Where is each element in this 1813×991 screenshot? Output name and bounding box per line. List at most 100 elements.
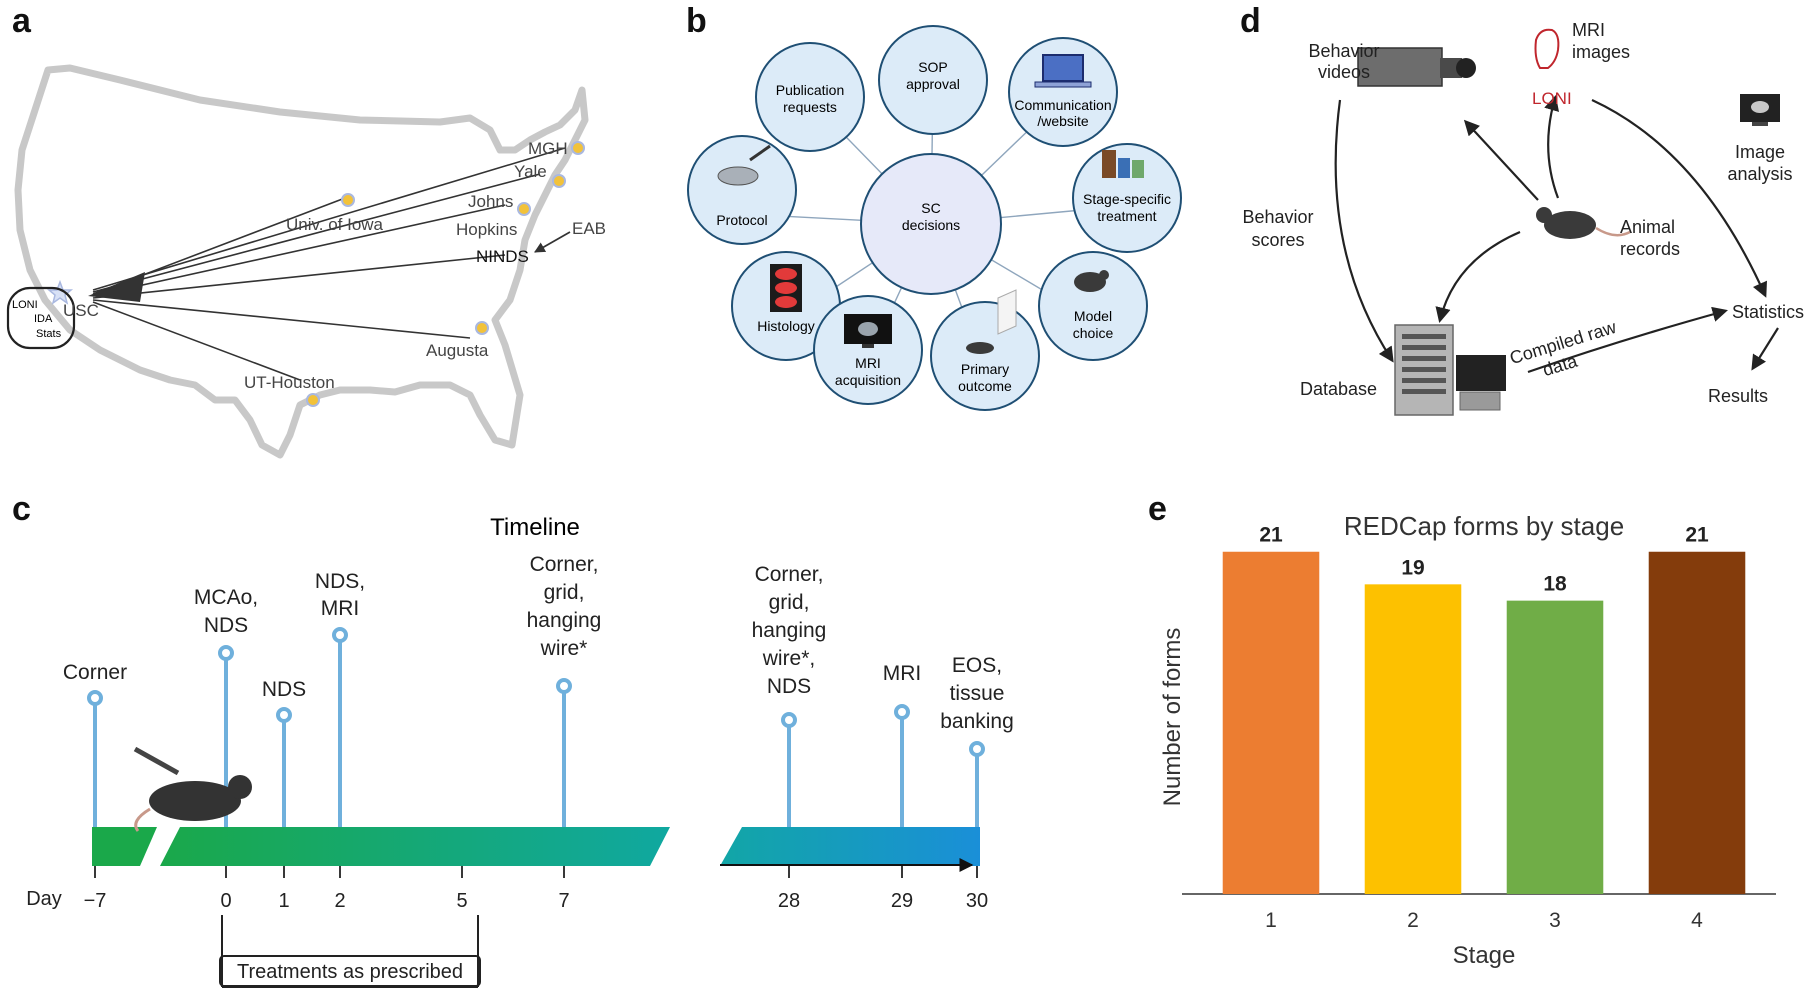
label-animal-records-2: records bbox=[1620, 239, 1680, 259]
event-d7-3: hanging bbox=[527, 609, 602, 632]
event-d28-5: NDS bbox=[767, 675, 811, 698]
event-d7-1: Corner, bbox=[530, 553, 599, 576]
node-primary-outcome bbox=[930, 301, 1040, 411]
label-results: Results bbox=[1708, 386, 1768, 406]
event-mcao-2: NDS bbox=[204, 614, 248, 637]
laptop-icon bbox=[1034, 54, 1092, 88]
site-dot-mgh bbox=[571, 141, 585, 155]
label-behavior-scores-1: Behavior bbox=[1242, 207, 1313, 227]
site-dot-yale bbox=[552, 174, 566, 188]
redcap-bar-chart: REDCap forms by stage Number of forms St… bbox=[1159, 511, 1776, 969]
bars: 21 1 19 2 18 3 21 4 bbox=[1222, 524, 1746, 932]
treatment-label: Treatments as prescribed bbox=[237, 961, 463, 983]
pin-mcao bbox=[218, 645, 234, 661]
day-29: 29 bbox=[891, 890, 913, 912]
site-dot-hopkins bbox=[517, 202, 531, 216]
chart-title: REDCap forms by stage bbox=[1344, 511, 1624, 541]
site-label-eab: EAB bbox=[572, 219, 606, 238]
mouse-icon bbox=[1074, 270, 1109, 292]
node-communication-line1: Communication bbox=[1014, 97, 1111, 113]
label-behavior-scores-2: scores bbox=[1251, 230, 1304, 250]
node-stage-treatment-line1: Stage-specific bbox=[1083, 191, 1171, 207]
bar-value-label-1: 21 bbox=[1259, 524, 1283, 547]
center-node-line1: SC bbox=[921, 200, 940, 216]
pin-day28 bbox=[781, 712, 797, 728]
node-stage-treatment-line2: treatment bbox=[1097, 208, 1156, 224]
site-dot-augusta bbox=[475, 321, 489, 335]
center-node bbox=[860, 153, 1002, 295]
node-mri-acquisition-line2: acquisition bbox=[835, 372, 901, 388]
panel-label-b: b bbox=[686, 2, 707, 40]
x-tick-label-2: 2 bbox=[1407, 909, 1419, 932]
panel-label-a: a bbox=[12, 2, 31, 40]
timeline-bar-start bbox=[92, 827, 157, 866]
event-mcao-1: MCAo, bbox=[194, 586, 258, 609]
timeline-bar-end bbox=[720, 827, 980, 866]
panel-label-d: d bbox=[1240, 2, 1261, 40]
day-2: 2 bbox=[334, 890, 345, 912]
event-d28-3: hanging bbox=[752, 619, 827, 642]
pin-corner bbox=[87, 690, 103, 706]
site-label-iowa: Univ. of Iowa bbox=[286, 215, 384, 234]
panel-label-c: c bbox=[12, 490, 31, 528]
node-sop-line2: approval bbox=[906, 76, 960, 92]
bar-value-label-3: 18 bbox=[1543, 573, 1567, 596]
node-communication bbox=[1008, 37, 1118, 147]
bar-value-label-2: 19 bbox=[1401, 556, 1424, 579]
us-outline bbox=[14, 64, 589, 459]
label-image-analysis-1: Image bbox=[1735, 142, 1785, 162]
site-label-ninds: NINDS bbox=[476, 247, 529, 266]
center-node-line2: decisions bbox=[902, 217, 960, 233]
label-image-analysis-2: analysis bbox=[1727, 164, 1792, 184]
site-dot-iowa bbox=[341, 193, 355, 207]
bar-value-label-4: 21 bbox=[1685, 524, 1709, 547]
node-primary-outcome-line2: outcome bbox=[958, 378, 1012, 394]
node-stage-treatment bbox=[1072, 143, 1182, 253]
node-protocol bbox=[687, 135, 797, 245]
image-analysis-icon bbox=[1740, 94, 1780, 126]
node-mri-acquisition bbox=[813, 295, 923, 405]
label-statistics: Statistics bbox=[1732, 302, 1804, 322]
loni-box bbox=[6, 286, 76, 350]
event-d30-1: EOS, bbox=[952, 654, 1002, 677]
chart-ylabel: Number of forms bbox=[1159, 628, 1186, 807]
ida-label: IDA bbox=[34, 313, 53, 325]
brain-slices-icon bbox=[770, 264, 802, 312]
event-d29: MRI bbox=[883, 662, 922, 685]
timeline-title: Timeline bbox=[490, 514, 580, 541]
camera-icon bbox=[1357, 47, 1476, 87]
node-histology-line1: Histology bbox=[757, 318, 815, 334]
site-dots bbox=[306, 141, 585, 407]
event-d7-2: grid, bbox=[544, 581, 585, 604]
animal-mouse-icon bbox=[1536, 207, 1631, 239]
event-d7-4: wire* bbox=[540, 637, 588, 660]
node-sop-line1: SOP bbox=[918, 59, 948, 75]
label-behavior-videos-1: Behavior bbox=[1308, 41, 1379, 61]
panel-label-e: e bbox=[1148, 490, 1167, 528]
x-tick-label-4: 4 bbox=[1691, 909, 1703, 932]
event-nds-mri-2: MRI bbox=[321, 597, 360, 620]
day-0: 0 bbox=[220, 890, 231, 912]
database-server-icon bbox=[1394, 324, 1506, 416]
site-label-mgh: MGH bbox=[528, 139, 568, 158]
site-label-usc: USC bbox=[63, 301, 99, 320]
pin-nds-mri bbox=[332, 627, 348, 643]
data-workflow: Behavior videos MRI images LONI Image an… bbox=[1242, 20, 1804, 416]
day-7: 7 bbox=[558, 890, 569, 912]
label-loni: LONI bbox=[1532, 89, 1572, 108]
node-model-choice bbox=[1038, 251, 1148, 361]
day-30: 30 bbox=[966, 890, 988, 912]
x-tick-label-3: 3 bbox=[1549, 909, 1561, 932]
site-label-yale: Yale bbox=[514, 162, 547, 181]
node-communication-line2: /website bbox=[1037, 113, 1089, 129]
node-publication-line1: Publication bbox=[776, 82, 845, 98]
decision-network: SC decisions SOP approval Publication re… bbox=[687, 25, 1182, 411]
event-d30-2: tissue bbox=[950, 682, 1005, 705]
x-tick-label-1: 1 bbox=[1265, 909, 1277, 932]
consortium-map: LONI IDA Stats MGH Yale Johns Hopkins Un… bbox=[6, 64, 606, 459]
site-label-johns: Johns bbox=[468, 192, 513, 211]
event-nds1: NDS bbox=[262, 678, 306, 701]
node-publication bbox=[755, 42, 865, 152]
node-publication-line2: requests bbox=[783, 99, 837, 115]
timeline-bar-main bbox=[160, 827, 670, 866]
